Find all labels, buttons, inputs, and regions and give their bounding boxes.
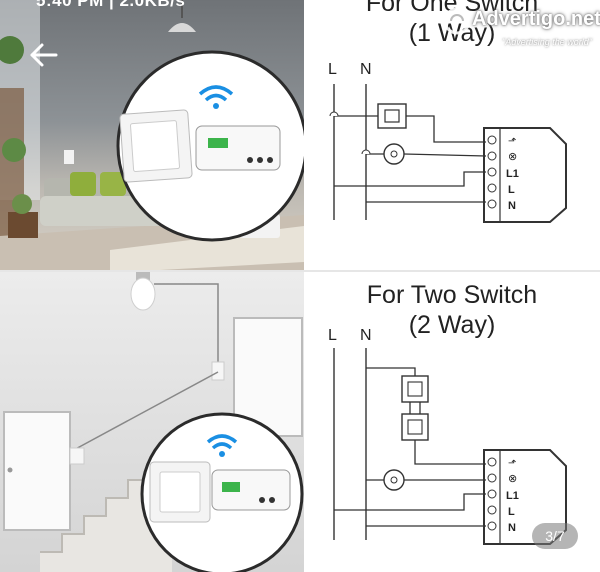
terminal-l1: L1 (506, 168, 519, 180)
section-divider (0, 270, 600, 272)
svg-text:⬏: ⬏ (508, 136, 516, 147)
svg-text:⊗: ⊗ (508, 151, 517, 163)
label-l: L (328, 327, 337, 344)
terminal-l1: L1 (506, 490, 519, 502)
terminal-l: L (508, 184, 515, 196)
bulb-symbol (383, 469, 405, 491)
terminal-l: L (508, 506, 515, 518)
label-n: N (360, 327, 372, 344)
staircase-photo (0, 272, 304, 572)
diagram-title-line1: For Two Switch (366, 281, 538, 309)
back-arrow-icon (30, 43, 58, 67)
wiring-schematic: L N ⬏ ⊗ L1 L N (328, 327, 567, 545)
back-button[interactable] (26, 38, 62, 74)
staircase-illustration (3, 272, 304, 572)
image-counter: 3/7 (532, 523, 578, 549)
watermark-name: Advertigo.net (472, 8, 600, 30)
svg-text:⬏: ⬏ (508, 458, 516, 469)
terminal-n: N (508, 522, 516, 534)
switch-symbol (401, 375, 429, 403)
bulb-symbol (383, 143, 405, 165)
diagram-title-line2: (2 Way) (408, 311, 496, 339)
wiring-schematic: L N ⬏ ⊗ L1 L N (328, 61, 567, 223)
switch-symbol (377, 103, 407, 129)
living-room-illustration (0, 0, 304, 270)
terminal-n: N (508, 200, 516, 212)
switch-symbol (401, 413, 429, 441)
wifi-icon (206, 434, 238, 457)
diagram-title-line1: For One Switch (365, 0, 539, 17)
watermark: Advertigo.net "Advertising the world" (440, 4, 600, 50)
living-room-photo: 5:40 PM | 2.0KB/s (0, 0, 304, 270)
logo-icon (443, 7, 471, 35)
module-symbol (483, 127, 567, 223)
label-n: N (360, 61, 372, 78)
watermark-tagline: "Advertising the world" (502, 37, 592, 47)
switch-icon (119, 109, 193, 183)
wiring-diagram-two-switch: For Two Switch (2 Way) L N ⬏ ⊗ L1 L (304, 272, 600, 572)
wifi-icon (198, 85, 234, 109)
label-l: L (328, 61, 337, 78)
status-bar-text: 5:40 PM | 2.0KB/s (36, 0, 186, 10)
svg-text:⊗: ⊗ (508, 473, 517, 485)
lamp-icon (130, 272, 156, 311)
